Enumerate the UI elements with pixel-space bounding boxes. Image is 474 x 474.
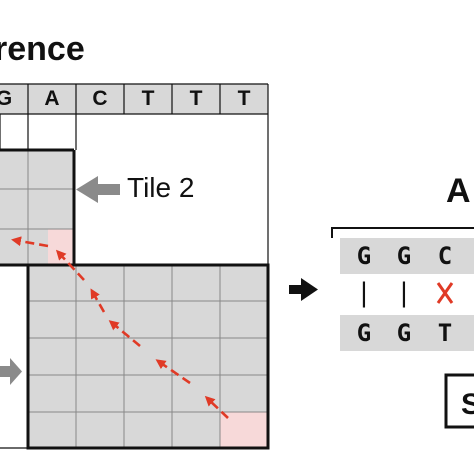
alignment-top-base: G bbox=[356, 242, 372, 270]
reference-base: C bbox=[92, 87, 108, 110]
alignment-top-base: C bbox=[437, 242, 453, 270]
tile-main-pointer-arrow bbox=[0, 358, 22, 385]
alignment-bottom-base: T bbox=[437, 319, 453, 347]
summary-box bbox=[444, 373, 474, 429]
tile-2-label: Tile 2 bbox=[127, 172, 195, 203]
reference-base: T bbox=[237, 87, 251, 110]
alignment-top-base: G bbox=[396, 242, 412, 270]
summary-caption: S bbox=[461, 388, 474, 421]
reference-base: A bbox=[44, 87, 60, 110]
reference-header-row bbox=[0, 83, 269, 115]
tile-2 bbox=[0, 148, 76, 267]
alignment-top-row-bg bbox=[340, 238, 474, 274]
reference-base: T bbox=[189, 87, 203, 110]
tile-2-pointer-arrow bbox=[76, 176, 120, 203]
matrix-grid bbox=[0, 114, 269, 264]
reference-base: G bbox=[0, 87, 13, 110]
alignment-bottom-row-bg bbox=[340, 315, 474, 351]
match-mark: | bbox=[356, 278, 372, 308]
alignment-caption: A bbox=[446, 172, 471, 210]
alignment-panel bbox=[331, 227, 474, 351]
match-mark: | bbox=[396, 278, 412, 308]
traceback-arrows bbox=[11, 236, 229, 419]
tile-2-highlight-cell bbox=[48, 229, 74, 265]
alignment-bottom-base: G bbox=[356, 319, 372, 347]
reference-title: rence bbox=[0, 30, 85, 68]
mismatch-x-icon bbox=[436, 282, 454, 304]
tile-main bbox=[0, 263, 270, 450]
reference-base: T bbox=[141, 87, 155, 110]
flow-arrow bbox=[289, 278, 318, 301]
alignment-bottom-base: G bbox=[396, 319, 412, 347]
